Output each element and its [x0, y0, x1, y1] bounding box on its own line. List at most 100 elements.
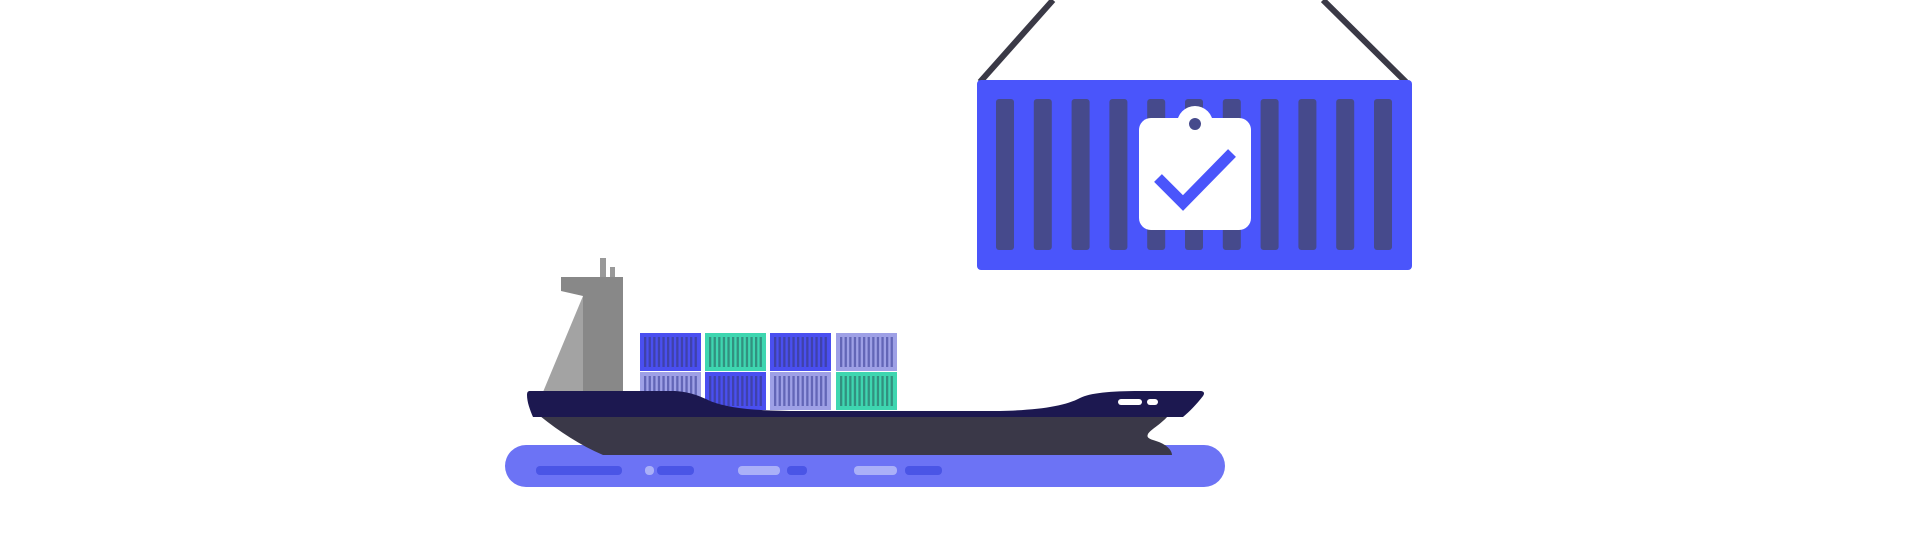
container-stripe: [844, 337, 847, 367]
container-stripe: [840, 376, 843, 406]
container-stripe: [778, 337, 781, 367]
container-stripe: [745, 337, 749, 367]
container-stripe: [820, 337, 823, 367]
container-stripe: [1033, 99, 1052, 250]
porthole: [1147, 399, 1158, 405]
container-stripe: [815, 337, 818, 367]
container-stripe: [774, 337, 777, 367]
container-stripe: [783, 337, 786, 367]
container-stripe: [750, 376, 753, 406]
container-stripe: [863, 376, 866, 406]
water-ripple: [854, 466, 897, 475]
container-stripe: [732, 376, 735, 406]
container-stripe: [713, 337, 716, 367]
container-stripe: [792, 337, 795, 367]
bridge-tower: [583, 277, 623, 392]
bridge-wing: [561, 277, 583, 296]
container-stripe: [867, 376, 870, 406]
water-ripple: [536, 466, 622, 475]
container-stripe: [996, 99, 1014, 250]
container-stripe: [849, 376, 852, 406]
hanging-container: [977, 0, 1412, 270]
container-stripe: [872, 376, 875, 406]
container-stripe: [1374, 99, 1392, 250]
container-stripe: [690, 337, 693, 367]
container-stripe: [1071, 99, 1090, 250]
container-stripe: [685, 376, 688, 406]
container-stripe: [810, 337, 814, 367]
container-stripe: [759, 337, 762, 367]
container-stripe: [876, 376, 880, 406]
container-stripe: [881, 376, 884, 406]
water-ripple: [738, 466, 780, 475]
container-stripe: [1298, 99, 1317, 250]
container-stripe: [824, 337, 827, 367]
container-stripe: [694, 376, 697, 406]
container-stripe: [727, 337, 730, 367]
container-stripe: [709, 376, 712, 406]
container-stripe: [694, 337, 697, 367]
container-stripe: [685, 337, 688, 367]
container-stripe: [713, 376, 716, 406]
container-stripe: [853, 337, 857, 367]
container-stripe: [820, 376, 823, 406]
container-stripe: [759, 376, 762, 406]
porthole: [1118, 399, 1142, 405]
container-stripe: [736, 376, 739, 406]
container-stripe: [653, 337, 656, 367]
container-stripe: [667, 337, 670, 367]
container-stripe: [755, 376, 758, 406]
container-stripe: [787, 376, 791, 406]
container-stripe: [676, 376, 679, 406]
container-stripe: [727, 376, 730, 406]
container-stripe: [806, 376, 809, 406]
container-stripe: [657, 337, 661, 367]
cargo-container-blue: [640, 333, 701, 371]
container-stripe: [722, 376, 726, 406]
container-stripe: [849, 337, 852, 367]
container-stripe: [680, 376, 684, 406]
hull-upper: [527, 391, 1204, 417]
container-stripe: [745, 376, 749, 406]
container-stripe: [648, 337, 651, 367]
container-stripe: [680, 337, 684, 367]
container-stripe: [690, 376, 693, 406]
water-ripple: [645, 466, 654, 475]
container-stripe: [810, 376, 814, 406]
container-stripe: [732, 337, 735, 367]
crane-cable-right: [1320, 0, 1409, 85]
container-stripe: [876, 337, 880, 367]
container-stripe: [801, 337, 804, 367]
container-stripe: [824, 376, 827, 406]
container-stripe: [1260, 99, 1279, 250]
water-ripples: [536, 466, 942, 475]
container-stripe: [750, 337, 753, 367]
container-stripe: [844, 376, 847, 406]
container-stripe: [644, 337, 647, 367]
container-stripe: [872, 337, 875, 367]
ship-hull: [527, 391, 1204, 455]
container-stripe: [792, 376, 795, 406]
container-stripe: [741, 337, 744, 367]
container-stripe: [890, 337, 893, 367]
container-stripe: [881, 337, 884, 367]
checkmark: [1154, 149, 1236, 211]
container-stripe: [741, 376, 744, 406]
cargo-container-teal: [705, 333, 766, 371]
container-stripe: [853, 376, 857, 406]
clipboard-check-icon: [1139, 106, 1251, 230]
container-stripe: [858, 337, 861, 367]
container-stripe: [755, 337, 758, 367]
container-stripe: [815, 376, 818, 406]
mast: [600, 258, 606, 278]
water-ripple: [905, 466, 942, 475]
water: [505, 445, 1225, 487]
container-stripe: [863, 337, 866, 367]
container-stripe: [718, 376, 721, 406]
container-stripe: [840, 337, 843, 367]
water-ripple: [787, 466, 807, 475]
container-stripe: [801, 376, 804, 406]
mast: [610, 267, 615, 278]
ship-bridge: [543, 258, 623, 392]
container-stripe: [718, 337, 721, 367]
